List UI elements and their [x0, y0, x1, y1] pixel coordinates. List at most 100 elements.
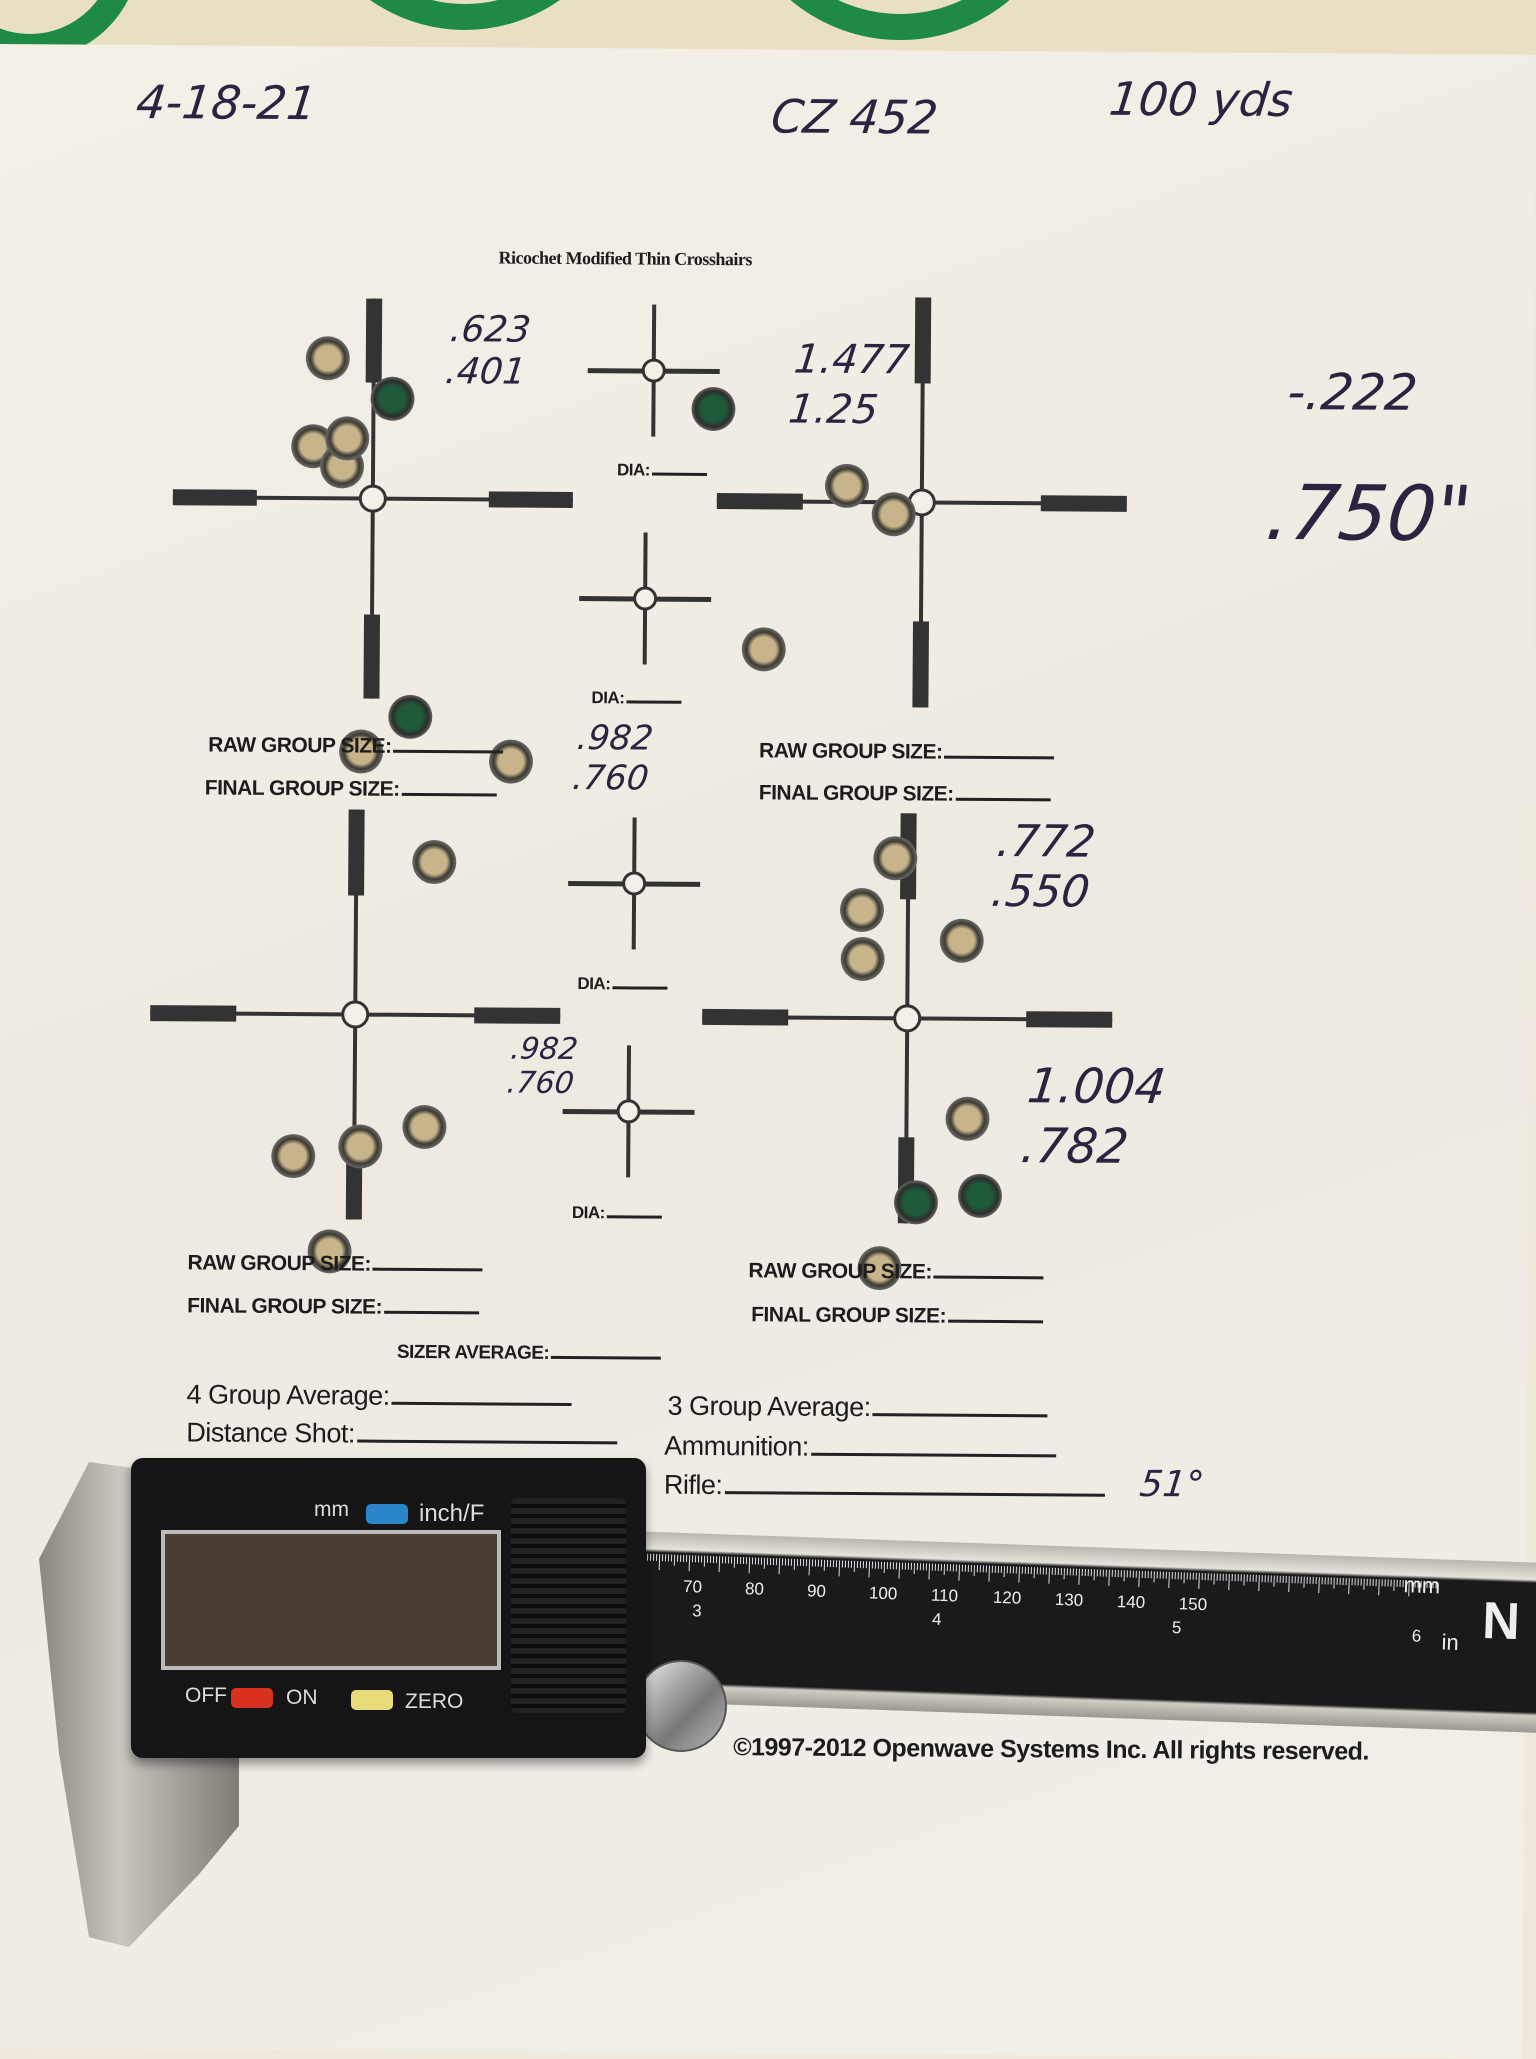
crosshair-post [912, 621, 929, 708]
thumb-wheel[interactable] [635, 1660, 727, 1752]
note-tl: .623.401 [443, 309, 533, 393]
scale-tick [973, 1565, 976, 1577]
zero-button[interactable] [351, 1690, 393, 1710]
raw-group-tr: RAW GROUP SIZE: [759, 739, 1055, 765]
dia-label-2: DIA: [591, 688, 682, 709]
raw-group-tl: RAW GROUP SIZE: [208, 733, 504, 759]
power-button[interactable] [231, 1688, 273, 1708]
scale-tick [1009, 1566, 1011, 1574]
scale-tick [1246, 1574, 1248, 1582]
scale-tick [1258, 1575, 1260, 1592]
scale-tick [1192, 1572, 1194, 1580]
scale-tick [1336, 1577, 1338, 1585]
small-crosshair-center [616, 1099, 641, 1124]
mm-tick-label: 150 [1178, 1594, 1208, 1615]
scale-tick [658, 1554, 661, 1571]
scale-tick [937, 1563, 940, 1571]
scale-tick [1156, 1571, 1158, 1579]
bullet-hole [957, 1173, 1003, 1219]
scale-tick [1195, 1572, 1197, 1580]
final-group-tr: FINAL GROUP SIZE: [759, 781, 1051, 807]
on-label: ON [286, 1686, 318, 1709]
scale-tick [742, 1557, 745, 1565]
scale-tick [1096, 1569, 1098, 1577]
scale-tick [1021, 1566, 1023, 1574]
scale-tick [805, 1559, 808, 1567]
scale-tick [1063, 1568, 1065, 1580]
scale-tick [733, 1556, 736, 1568]
scale-tick [922, 1563, 925, 1571]
form-title: Ricochet Modified Thin Crosshairs [498, 247, 752, 270]
bullet-hole [691, 386, 736, 432]
scale-tick [1276, 1575, 1278, 1583]
scale-tick [694, 1555, 697, 1563]
scale-tick [826, 1559, 829, 1567]
scale-tick [670, 1554, 673, 1562]
scale-tick [1108, 1569, 1110, 1586]
scale-tick [1237, 1574, 1239, 1582]
scale-tick [964, 1564, 967, 1572]
rifle-field: Rifle: [664, 1470, 1105, 1504]
scale-tick [1294, 1576, 1296, 1584]
scale-tick [784, 1558, 787, 1566]
mm-tick-label: 140 [1116, 1592, 1146, 1613]
copyright: ©1997-2012 Openwave Systems Inc. All rig… [733, 1733, 1369, 1766]
scale-tick [904, 1562, 907, 1570]
scale-tick [1003, 1566, 1005, 1578]
scale-tick [982, 1565, 984, 1573]
bullet-hole [305, 336, 350, 381]
scale-tick [751, 1557, 754, 1565]
scale-tick [1051, 1567, 1053, 1575]
scale-tick [1120, 1570, 1122, 1578]
scale-tick [673, 1554, 676, 1566]
crosshair-post [365, 298, 383, 383]
scale-tick [919, 1563, 922, 1571]
scale-tick [1216, 1573, 1218, 1581]
scale-tick [961, 1564, 964, 1572]
scale-tick [1273, 1575, 1275, 1587]
scale-tick [1018, 1566, 1020, 1583]
scale-tick [895, 1562, 898, 1570]
scale-tick [988, 1565, 990, 1582]
note-mid: .982.760 [570, 718, 656, 799]
scale-tick [661, 1554, 664, 1562]
scale-tick [955, 1564, 958, 1572]
scale-tick [1360, 1578, 1362, 1586]
handwritten-temp: 51° [1137, 1464, 1207, 1506]
scale-tick [688, 1555, 691, 1572]
scale-tick [1114, 1569, 1116, 1578]
scale-tick [1324, 1577, 1326, 1585]
scale-tick [1075, 1568, 1077, 1576]
scale-tick [1066, 1568, 1068, 1576]
scale-tick [1168, 1571, 1170, 1588]
scale-tick [1042, 1567, 1044, 1575]
scale-tick [931, 1563, 934, 1571]
scale-tick [925, 1563, 928, 1571]
mode-button[interactable] [366, 1504, 408, 1524]
scale-tick [829, 1560, 832, 1568]
small-crosshair-center [641, 358, 666, 383]
scale-tick [754, 1557, 757, 1565]
scale-tick [739, 1556, 742, 1564]
scale-tick [1303, 1576, 1305, 1588]
scale-tick [724, 1556, 727, 1564]
scale-tick [1147, 1571, 1149, 1579]
scale-tick [1243, 1574, 1245, 1586]
scale-tick [649, 1553, 652, 1561]
small-crosshair-center [633, 586, 658, 611]
scale-tick [1024, 1566, 1026, 1574]
scale-tick [1006, 1566, 1008, 1574]
crosshair-post [716, 493, 803, 510]
mm-tick-label: 100 [868, 1583, 898, 1604]
mm-unit: mm [1403, 1572, 1441, 1599]
scale-tick [1312, 1576, 1314, 1584]
scale-tick [1372, 1578, 1374, 1587]
scale-tick [1057, 1568, 1059, 1576]
dia-label-3: DIA: [577, 974, 668, 995]
scale-tick [1363, 1578, 1365, 1590]
crosshair-center [893, 1004, 922, 1033]
scale-tick [1393, 1579, 1395, 1591]
scale-tick [934, 1563, 937, 1571]
scale-tick [841, 1560, 844, 1568]
mm-tick-label: 120 [992, 1587, 1022, 1608]
